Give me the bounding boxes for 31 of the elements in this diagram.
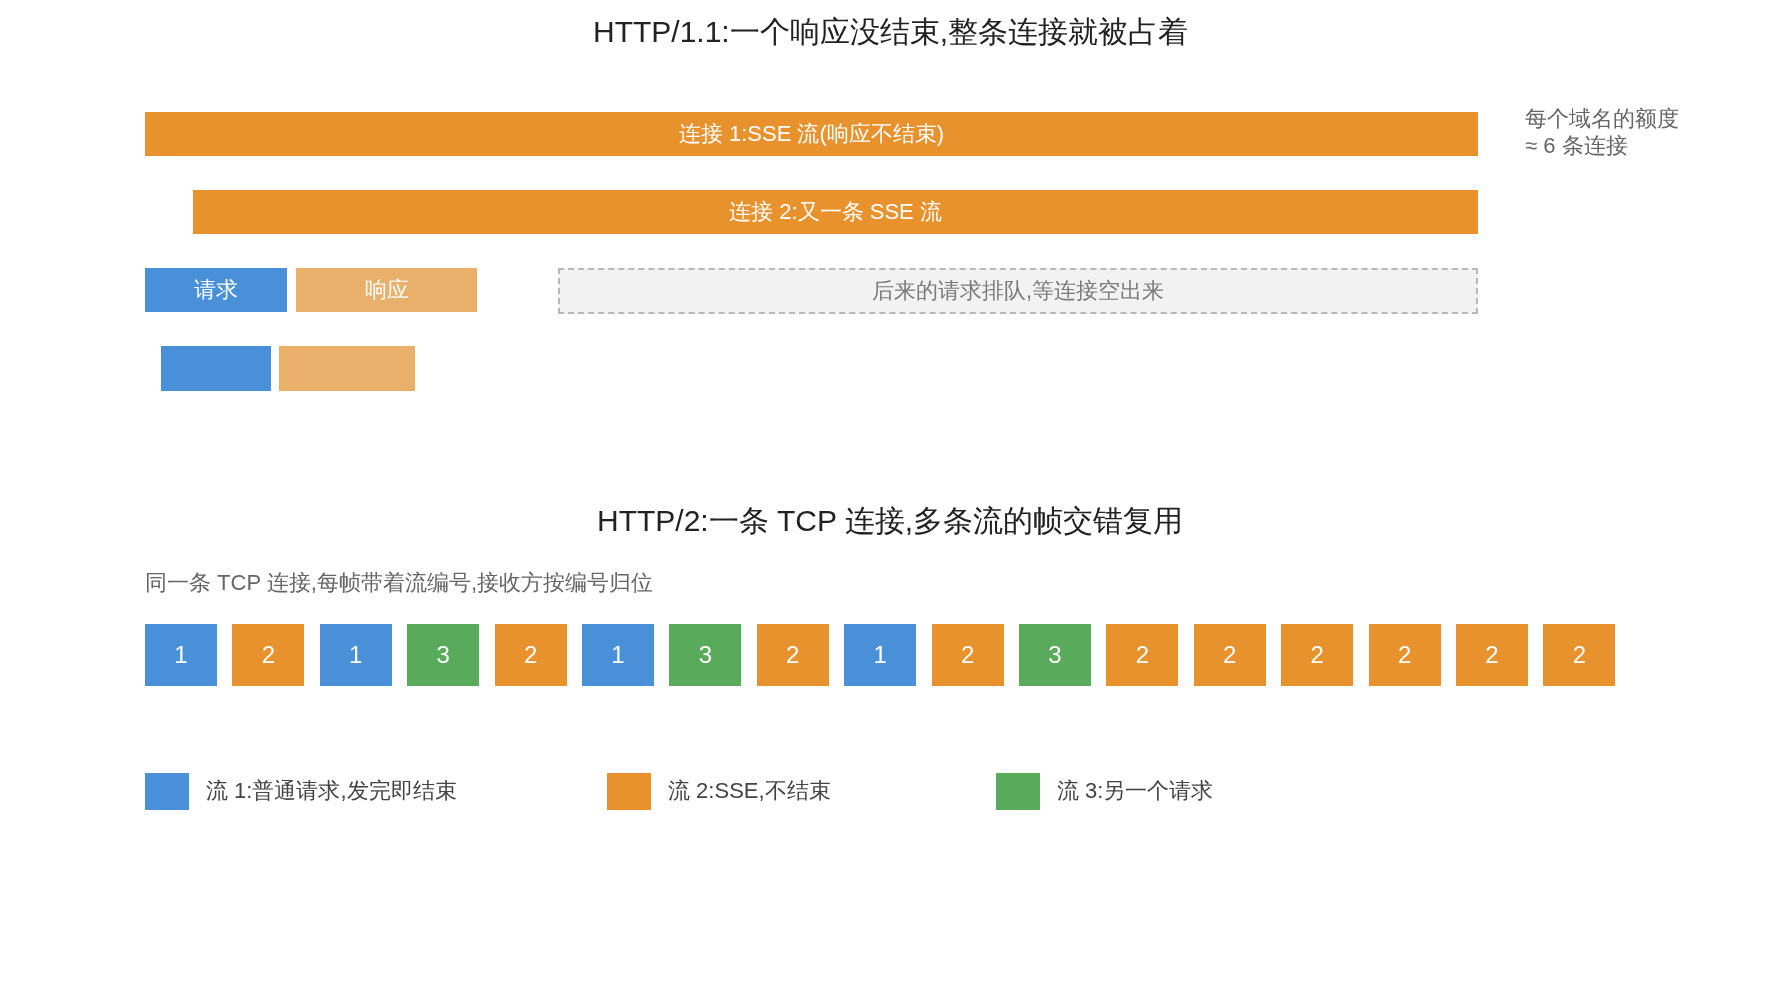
frame-box: 2 [1368, 624, 1441, 686]
frame-box: 2 [756, 624, 829, 686]
frame-box: 3 [1019, 624, 1091, 686]
frame-box: 2 [1543, 624, 1616, 686]
heading: HTTP/2:一条 TCP 连接,多条流的帧交错复用 [597, 503, 1184, 539]
heading: HTTP/1.1:一个响应没结束,整条连接就被占着 [593, 14, 1189, 50]
subtitle: 同一条 TCP 连接,每帧带着流编号,接收方按编号归位 [145, 569, 654, 597]
request-box: 请求 [145, 268, 287, 312]
frame-box: 2 [931, 624, 1004, 686]
frame-box: 2 [1106, 624, 1179, 686]
frame-box: 1 [582, 624, 654, 686]
frame-box: 1 [145, 624, 217, 686]
note: 每个域名的额度 ≈ 6 条连接 [1525, 105, 1680, 159]
connection-bar: 连接 2:又一条 SSE 流 [193, 190, 1478, 234]
frame-box: 1 [319, 624, 392, 686]
legend-label: 流 1:普通请求,发完即结束 [206, 777, 457, 805]
connection-bar: 连接 1:SSE 流(响应不结束) [145, 112, 1478, 156]
frame-box: 2 [232, 624, 305, 686]
frame-box: 2 [1456, 624, 1528, 686]
response-box [279, 346, 415, 391]
frame-box: 2 [494, 624, 567, 686]
request-box [161, 346, 271, 391]
legend-label: 流 2:SSE,不结束 [668, 777, 831, 805]
queue-box: 后来的请求排队,等连接空出来 [558, 268, 1478, 314]
frame-box: 3 [407, 624, 480, 686]
legend-label: 流 3:另一个请求 [1057, 777, 1214, 805]
response-box: 响应 [296, 268, 477, 312]
frame-box: 3 [669, 624, 742, 686]
frame-box: 2 [1281, 624, 1354, 686]
frame-box: 2 [1193, 624, 1266, 686]
frame-box: 1 [844, 624, 917, 686]
